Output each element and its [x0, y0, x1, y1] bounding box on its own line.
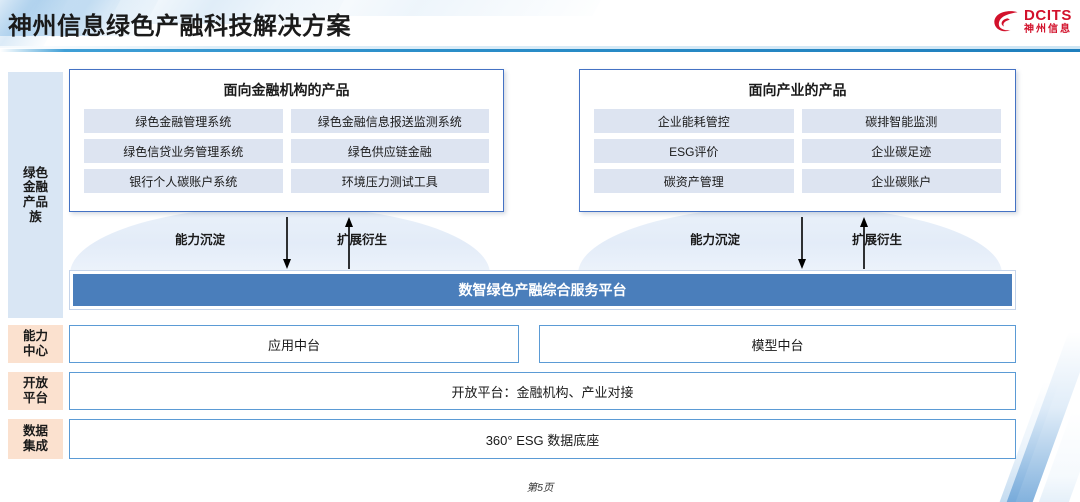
sidebar-item-label: 能力 中心	[22, 329, 48, 358]
panel-title: 面向金融机构的产品	[223, 82, 350, 98]
panel-title: 面向产业的产品	[748, 82, 847, 98]
slide-header: 神州信息绿色产融科技解决方案 DCITS 神州信息	[0, 0, 1080, 52]
product-chip[interactable]: 绿色供应链金融	[290, 139, 489, 163]
flow-label-capability-precipitation: 能力沉淀	[175, 233, 226, 247]
panel-product-grid: 绿色金融管理系统 绿色金融信息报送监测系统 绿色信贷业务管理系统 绿色供应链金融…	[70, 100, 503, 193]
header-divider	[0, 49, 1080, 52]
arrow-up-icon	[860, 217, 868, 269]
arrow-down-icon	[283, 217, 291, 269]
platform-bar-label[interactable]: 数智绿色产融综合服务平台	[73, 274, 1012, 306]
flow-group-left: 能力沉淀 扩展衍生	[175, 217, 425, 275]
arrow-up-icon	[345, 217, 353, 269]
logo-text-cn: 神州信息	[1024, 24, 1072, 35]
logo-text-en: DCITS	[1024, 7, 1072, 24]
panel-product-grid: 企业能耗管控 碳排智能监测 ESG评价 企业碳足迹 碳资产管理 企业碳账户	[580, 100, 1015, 193]
capability-box-application-midend[interactable]: 应用中台	[69, 325, 519, 363]
sidebar-item-green-finance-products: 绿色 金融 产品 族	[8, 72, 63, 318]
sidebar-item-label: 数据 集成	[22, 424, 48, 453]
open-platform-box[interactable]: 开放平台：金融机构、产业对接	[69, 372, 1016, 410]
header-background	[0, 0, 1080, 52]
product-chip[interactable]: 碳排智能监测	[801, 109, 1001, 133]
product-chip[interactable]: 环境压力测试工具	[290, 169, 489, 193]
header-divider-soft	[0, 46, 1080, 49]
product-chip[interactable]: 企业碳足迹	[801, 139, 1001, 163]
product-chip[interactable]: 企业碳账户	[801, 169, 1001, 193]
page-number: 第5页	[526, 482, 554, 494]
flow-label-extension-derivation: 扩展衍生	[337, 233, 388, 247]
platform-bar-container: 数智绿色产融综合服务平台	[69, 270, 1016, 310]
product-chip[interactable]: 绿色信贷业务管理系统	[84, 139, 283, 163]
product-chip[interactable]: 银行个人碳账户系统	[84, 169, 283, 193]
sidebar-item-open-platform: 开放 平台	[8, 372, 63, 410]
panel-financial-institution-products: 面向金融机构的产品 绿色金融管理系统 绿色金融信息报送监测系统 绿色信贷业务管理…	[69, 69, 504, 212]
product-chip[interactable]: 绿色金融管理系统	[84, 109, 283, 133]
arrow-down-icon	[798, 217, 806, 269]
product-chip[interactable]: ESG评价	[594, 139, 794, 163]
sidebar-item-label: 开放 平台	[22, 376, 48, 405]
product-chip[interactable]: 绿色金融信息报送监测系统	[290, 109, 489, 133]
page-title: 神州信息绿色产融科技解决方案	[8, 13, 351, 40]
flow-label-capability-precipitation: 能力沉淀	[690, 233, 741, 247]
data-integration-box[interactable]: 360° ESG 数据底座	[69, 419, 1016, 459]
sidebar-item-capability-center: 能力 中心	[8, 325, 63, 363]
dcits-swoosh-icon	[994, 10, 1018, 31]
logo-text-block: DCITS 神州信息	[1024, 8, 1072, 35]
slide-body: 绿色 金融 产品 族 能力 中心 开放 平台 数据 集成	[0, 52, 1080, 502]
product-chip[interactable]: 碳资产管理	[594, 169, 794, 193]
sidebar-item-data-integration: 数据 集成	[8, 419, 63, 459]
sidebar-item-label: 绿色 金融 产品 族	[22, 165, 48, 224]
product-chip[interactable]: 企业能耗管控	[594, 109, 794, 133]
flow-label-extension-derivation: 扩展衍生	[852, 233, 903, 247]
panel-industry-products: 面向产业的产品 企业能耗管控 碳排智能监测 ESG评价 企业碳足迹 碳资产管理 …	[579, 69, 1016, 212]
brand-logo: DCITS 神州信息	[993, 8, 1072, 35]
capability-box-model-midend[interactable]: 模型中台	[539, 325, 1016, 363]
flow-group-right: 能力沉淀 扩展衍生	[690, 217, 940, 275]
